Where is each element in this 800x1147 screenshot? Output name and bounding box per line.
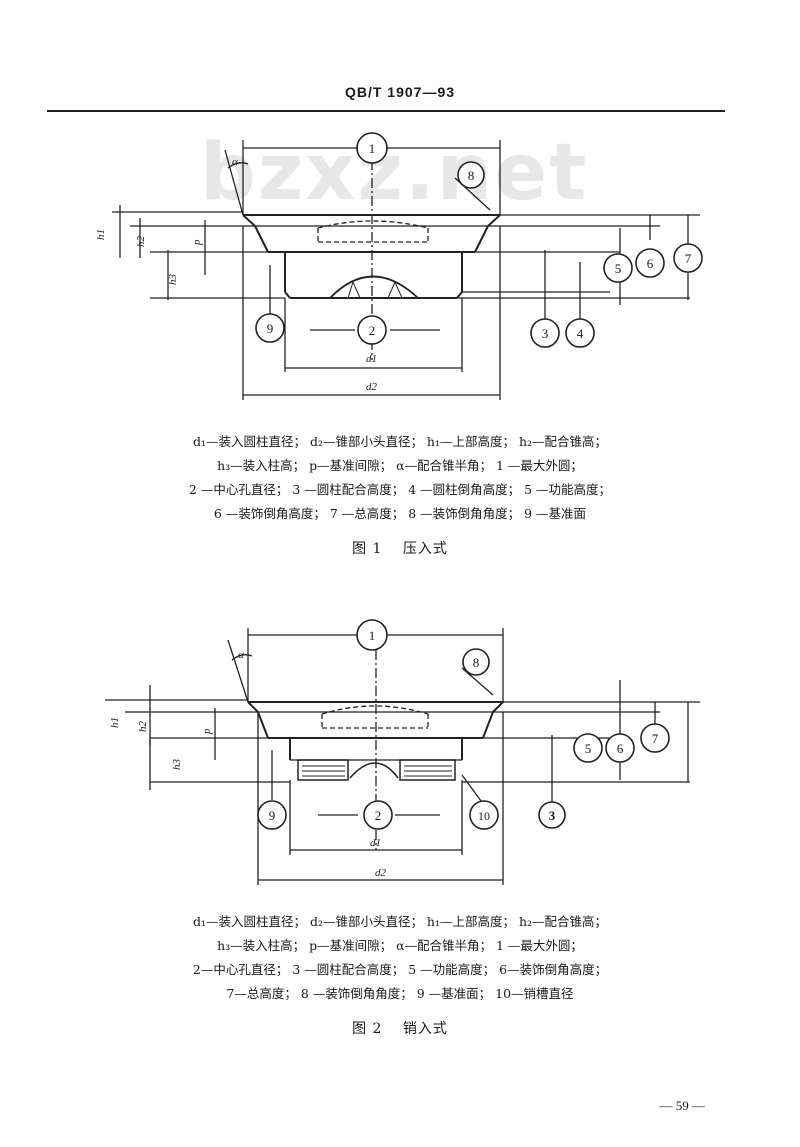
fig2-label-h1: h1 [109,717,121,728]
figure-2-caption: 图 2 销入式 [352,1021,448,1037]
fig1-label-d1: d1 [366,353,377,365]
fig2-label-h3: h3 [171,759,183,771]
fig1-callout-2: 2 [369,323,376,338]
fig2-callout-3: 3 [549,808,556,823]
fig2-label-d2: d2 [375,867,387,879]
fig2-callout-10: 10 [478,809,490,823]
fig2-callout-6: 6 [617,741,624,756]
watermark: bzxz.net [200,128,589,218]
fig2-callout-8: 8 [473,655,480,670]
figure-2-drawing: 1 2 3 5 6 7 8 9 10 α h1 h2 h3 p d1 d2 [105,619,700,885]
fig2-callout-9: 9 [269,808,276,823]
fig2-callout-2: 2 [375,808,382,823]
page-number: — 59 — [659,1098,706,1113]
fig1-callout-6: 6 [647,256,654,271]
fig2-callout-7: 7 [652,731,659,746]
fig2-label-d1: d1 [370,837,381,849]
legend-line: 2—中心孔直径； 3 —圆柱配合高度； 5 —功能高度； 6—装饰倒角高度； [192,962,608,977]
fig1-label-d2: d2 [366,381,378,393]
figure-1-caption: 图 1 压入式 [352,541,448,557]
fig2-label-h2: h2 [137,721,149,733]
fig1-label-h2: h2 [135,236,147,248]
figure-1-drawing: 1 2 3 4 5 6 7 8 9 α h1 h2 h3 p d1 d2 [95,132,703,400]
header-rule [47,110,725,112]
legend-line: d₁—装入圆柱直径； d₂—锥部小头直径； h₁—上部高度； h₂—配合锥高； [192,434,608,449]
fig1-label-p: p [191,239,203,246]
fig2-callout-5: 5 [585,741,592,756]
fig2-label-alpha: α [238,649,244,661]
fig1-callout-9: 9 [267,321,274,336]
fig1-callout-3: 3 [542,326,549,341]
fig1-callout-4: 4 [577,326,584,341]
fig1-label-alpha: α [232,156,238,168]
fig2-label-p: p [201,728,213,735]
figure-2-legend: d₁—装入圆柱直径； d₂—锥部小头直径； h₁—上部高度； h₂—配合锥高； … [0,910,800,1006]
standard-code: QB/T 1907—93 [344,84,456,100]
fig1-callout-8: 8 [468,168,475,183]
legend-line: 7—总高度； 8 —装饰倒角角度； 9 —基准面； 10—销槽直径 [226,986,574,1001]
legend-line: 2 —中心孔直径； 3 —圆柱配合高度； 4 —圆柱倒角高度； 5 —功能高度； [188,482,612,497]
legend-line: d₁—装入圆柱直径； d₂—锥部小头直径； h₁—上部高度； h₂—配合锥高； [192,914,608,929]
legend-line: h₃—装入柱高； p—基准间隙； α—配合锥半角； 1 —最大外圆； [217,938,583,953]
figure-1-legend: d₁—装入圆柱直径； d₂—锥部小头直径； h₁—上部高度； h₂—配合锥高； … [0,430,800,526]
fig1-callout-5: 5 [615,261,622,276]
fig1-label-h1: h1 [95,229,107,240]
legend-line: h₃—装入柱高； p—基准间隙； α—配合锥半角； 1 —最大外圆； [217,458,583,473]
fig2-callout-1: 1 [369,628,376,643]
legend-line: 6 —装饰倒角高度； 7 —总高度； 8 —装饰倒角角度； 9 —基准面 [213,506,587,521]
fig1-callout-7: 7 [685,251,692,266]
fig1-label-h3: h3 [167,274,179,286]
fig1-callout-1: 1 [369,141,376,156]
